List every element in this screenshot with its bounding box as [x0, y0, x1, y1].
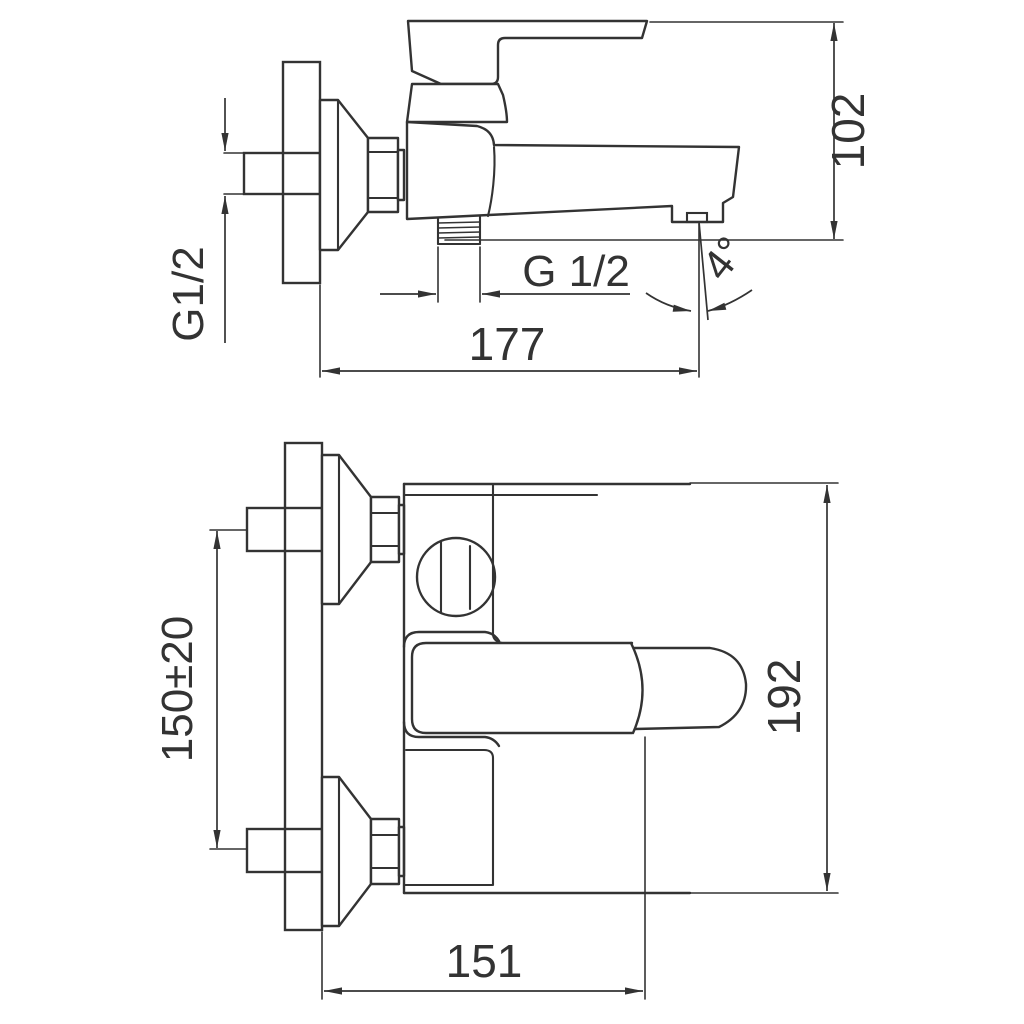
faucet-body-front: [402, 482, 748, 895]
escutcheon-bottom: [320, 775, 406, 928]
body-divider-upper: [491, 482, 504, 645]
handle-cap-boundary: [629, 641, 644, 735]
dim-label-outlet-thread: G 1/2: [522, 247, 630, 296]
dim-label-supply-spacing: 150±20: [153, 616, 202, 763]
dim-label-spout-angle: 4°: [693, 228, 755, 289]
lever-handle-side: [406, 19, 649, 86]
dim-label-wall-thread: G1/2: [164, 246, 213, 341]
wall-plate-section: [281, 60, 322, 285]
handle-end-cap: [632, 646, 748, 731]
angle-arc: [707, 289, 753, 312]
dim-label-overall-height-front: 192: [758, 659, 810, 736]
escutcheon-cone: [320, 775, 373, 928]
dim-label-overall-height: 102: [822, 93, 874, 170]
dim-label-wall-to-handle: 151: [446, 935, 523, 987]
aerator-notch: [685, 211, 709, 224]
body-and-spout: [405, 120, 741, 224]
mounting-nut: [369, 495, 401, 564]
cartridge-dome: [405, 82, 509, 124]
escutcheon-cone: [320, 453, 373, 606]
flange-bottom-line: [402, 720, 501, 748]
nut-stub: [396, 148, 406, 202]
mounting-nut: [369, 817, 401, 886]
handle-grip-front: [410, 641, 634, 735]
wall-section: [242, 60, 322, 285]
escutcheon-cone: [318, 98, 370, 252]
mounting-nut: [366, 136, 400, 214]
angle-tilt-line: [698, 221, 709, 321]
dim-label-wall-to-spout: 177: [469, 318, 546, 370]
flange-top-line: [402, 630, 501, 649]
front-view: 150±20 192 151: [153, 441, 839, 1000]
angle-arc: [645, 292, 692, 312]
faucet-body-side: [405, 19, 741, 246]
diverter-knob: [415, 536, 497, 618]
escutcheon-top: [320, 453, 406, 606]
body-spout-divider: [486, 145, 496, 218]
body-divider-lower: [404, 748, 495, 887]
wall-plate-section: [283, 441, 324, 932]
side-view: 102 G1/2 G 1/2 4° 177: [164, 19, 874, 378]
wall-section-front: [245, 441, 324, 932]
front-view-dimensions: 150±20 192 151: [153, 482, 839, 1000]
escutcheon: [318, 98, 406, 252]
